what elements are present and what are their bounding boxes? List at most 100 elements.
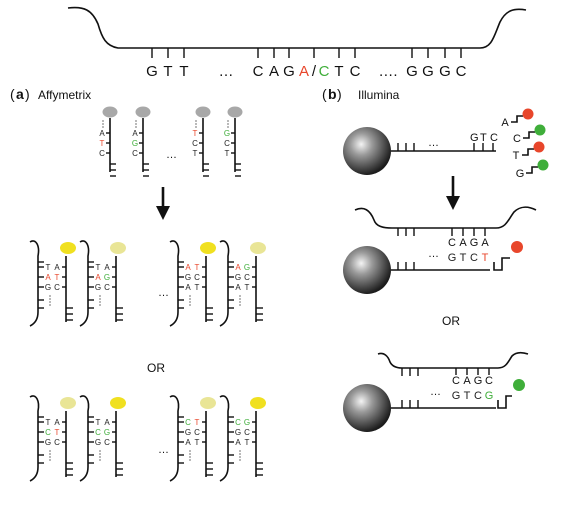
probe-base: T (195, 263, 200, 272)
fluorescent-label-dot (533, 141, 545, 153)
panel-b-title: Illumina (358, 88, 400, 102)
target-base: T (46, 418, 51, 427)
target-base: G (95, 438, 101, 447)
snp-slash: / (312, 63, 317, 80)
strand-base: T (163, 63, 172, 80)
probe-base: C (244, 273, 250, 282)
target-base: G (235, 428, 241, 437)
illumina-bead-result-2: C A G C G T C G … (343, 351, 529, 432)
target-base: G (45, 438, 51, 447)
probe-base: T (55, 428, 60, 437)
target-base: G (185, 428, 191, 437)
result1-bottom-base: T (482, 252, 489, 264)
fluorescent-label-dot (511, 241, 523, 253)
target-base: T (46, 263, 51, 272)
target-base: A (185, 283, 191, 292)
strand-ticks (151, 48, 462, 58)
target-base: A (235, 263, 241, 272)
target-base: G (185, 273, 191, 282)
probe-base: G (244, 263, 250, 272)
target-base: A (235, 438, 241, 447)
panel-a-paren-close: ) (25, 86, 30, 102)
result2-top-base: G (474, 375, 483, 387)
probe-base: T (195, 418, 200, 427)
strand-base: T (334, 63, 343, 80)
panel-b-paren-open: ( (322, 86, 327, 102)
strand-base: C (253, 63, 264, 80)
strand-base: G (422, 63, 434, 80)
bead (343, 246, 391, 294)
strand-base: G (439, 63, 451, 80)
probe-base: G (244, 418, 250, 427)
strand-base: G (406, 63, 418, 80)
labeled-nucleotide: A (501, 108, 534, 129)
probe-base: T (193, 149, 198, 158)
fluorescent-label-dot (513, 379, 525, 391)
probe-base: T (195, 438, 200, 447)
strand-base: C (456, 63, 467, 80)
probe-base: C (224, 139, 230, 148)
nucleotide-linker (511, 115, 523, 123)
snp-allele-a: A (299, 63, 309, 80)
fluorescent-label-dot (522, 108, 534, 120)
affy-probe: ATC (99, 106, 118, 177)
probe-base: A (104, 418, 110, 427)
illumina-bead-probe-1: … G T C (343, 127, 498, 175)
result2-ellipsis: … (158, 444, 169, 456)
nucleotide-linker (522, 148, 534, 156)
probe-cap (102, 106, 118, 118)
result2-ellipsis-b: … (430, 386, 441, 398)
target-base: G (235, 273, 241, 282)
panel-a-paren-open: ( (10, 86, 15, 102)
result2-bottom-base: T (464, 390, 471, 402)
result2-bottom-base: G (485, 390, 494, 402)
probe-base: A (54, 263, 60, 272)
strand-base: C (350, 63, 361, 80)
label-dot (60, 397, 76, 409)
probe-base: T (100, 139, 105, 148)
probe-base: C (99, 149, 105, 158)
strand-base: A (269, 63, 279, 80)
target-base: G (45, 283, 51, 292)
strand-base: T (179, 63, 188, 80)
fluorescent-label-dot (537, 159, 549, 171)
down-arrow-a (156, 187, 170, 220)
target-strand (79, 395, 90, 482)
probe-base: A (104, 263, 110, 272)
probe-base: C (54, 283, 60, 292)
probe-base: C (194, 273, 200, 282)
target-strand (169, 395, 180, 482)
strand-base: G (283, 63, 295, 80)
bead (343, 127, 391, 175)
nucleotide-base: A (501, 117, 509, 129)
panel-a-or-label: OR (147, 361, 165, 375)
label-dot (250, 242, 266, 254)
nucleotide-base: C (513, 133, 521, 145)
label-dot (110, 242, 126, 254)
panel-b-letter: b (328, 86, 337, 102)
panel-b-or-label: OR (442, 314, 460, 328)
target-base: C (45, 428, 51, 437)
strand-ellipsis: … (219, 63, 234, 80)
probe-base: C (194, 428, 200, 437)
probe-base: C (104, 438, 110, 447)
panel-a-title: Affymetrix (38, 88, 91, 102)
probe-base: T (193, 129, 198, 138)
label-dot (200, 397, 216, 409)
result1-top-base: C (448, 237, 456, 249)
bead1-base: C (490, 132, 498, 144)
probe-base: A (54, 418, 60, 427)
labeled-nucleotide: C (513, 124, 546, 145)
strand-ellipsis: …. (378, 63, 397, 80)
target-base: C (185, 418, 191, 427)
nucleotide-base: G (516, 168, 525, 180)
result2-bottom-base: C (474, 390, 482, 402)
